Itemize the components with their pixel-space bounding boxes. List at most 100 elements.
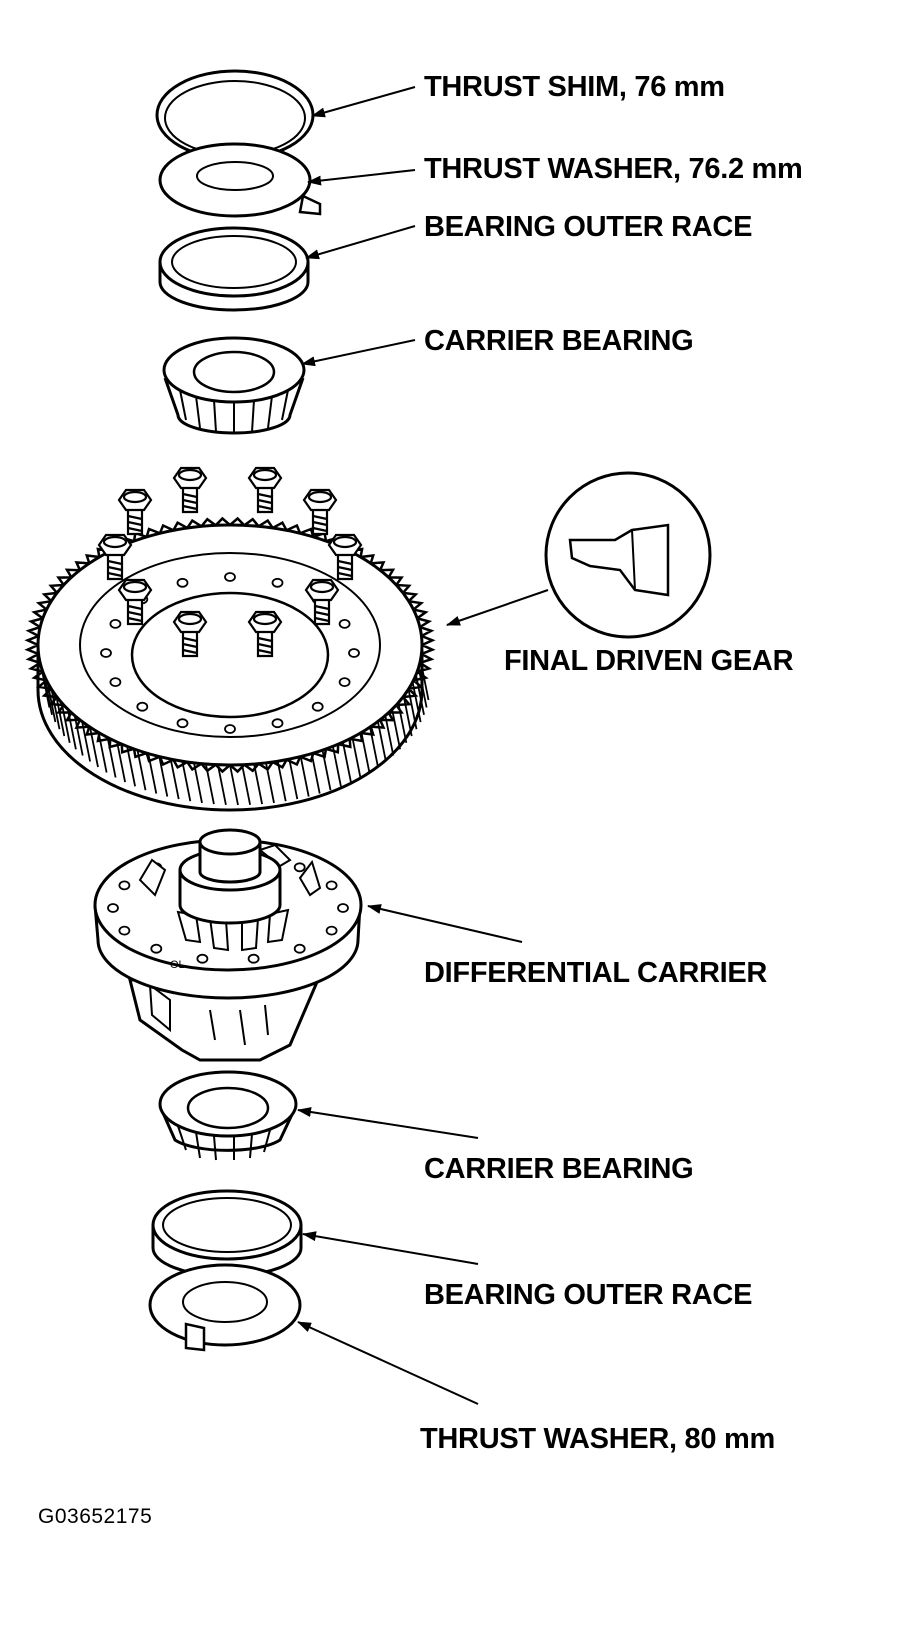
gear-helix-line xyxy=(90,727,98,767)
carrier-flange-hole xyxy=(119,927,129,935)
label-thrust-shim-76: THRUST SHIM, 76 mm xyxy=(424,71,725,103)
gear-helix-line xyxy=(41,668,49,708)
carrier-flange-hole xyxy=(327,881,337,889)
gear-helix-line xyxy=(385,716,393,756)
gear-helix-line xyxy=(138,750,146,790)
leader-arrow-thrust-washer-76 xyxy=(307,169,416,186)
gear-bolt xyxy=(306,580,338,624)
gear-bolt-hole xyxy=(340,620,350,628)
gear-bolt xyxy=(119,580,151,624)
label-bearing-outer-race-top: BEARING OUTER RACE xyxy=(424,211,753,243)
gear-helix-line xyxy=(392,709,400,749)
differential-carrier-drawing: OL xyxy=(95,830,361,1060)
gear-helix-line xyxy=(378,722,386,762)
carrier-flange-hole xyxy=(249,955,259,963)
gear-helix-line xyxy=(312,754,320,794)
gear-helix-line xyxy=(218,765,226,805)
gear-helix-line xyxy=(52,689,60,729)
gear-bolt-hole xyxy=(110,620,120,628)
bearing-outer-race-bottom-drawing xyxy=(153,1191,301,1276)
gear-helix-line xyxy=(398,703,406,743)
gear-helix-line xyxy=(289,759,297,799)
gear-helix-line xyxy=(47,682,55,722)
leader-arrow-differential-carrier xyxy=(367,904,523,943)
gear-helix-line xyxy=(278,761,286,801)
carrier-flange-hole xyxy=(197,955,207,963)
carrier-flange-hole xyxy=(338,904,348,912)
gear-helix-line xyxy=(409,689,417,729)
leader-arrow-carrier-bearing-top xyxy=(301,339,416,367)
gear-bolt-hole xyxy=(110,678,120,686)
gear-bolt xyxy=(99,535,131,579)
gear-bolt xyxy=(174,468,206,512)
gear-bolt xyxy=(304,490,336,534)
gear-helix-line xyxy=(56,696,64,736)
label-thrust-washer-76-2: THRUST WASHER, 76.2 mm xyxy=(424,153,803,185)
final-driven-gear-drawing xyxy=(28,468,433,810)
label-carrier-bearing-bottom: CARRIER BEARING xyxy=(424,1153,694,1185)
gear-helix-line xyxy=(159,757,167,797)
gear-helix-line xyxy=(127,746,135,786)
gear-tooth-profile-icon xyxy=(546,473,710,637)
gear-helix-line xyxy=(148,754,156,794)
gear-bolt-hole xyxy=(225,725,235,733)
gear-bolt xyxy=(174,612,206,656)
gear-bolt-hole xyxy=(101,649,111,657)
gear-helix-line xyxy=(352,738,360,778)
carrier-flange-hole xyxy=(327,927,337,935)
leader-arrow-final-driven-gear xyxy=(446,589,549,626)
gear-helix-line xyxy=(254,764,262,804)
thrust-washer-76-2-drawing xyxy=(160,144,320,216)
gear-helix-line xyxy=(75,716,83,756)
gear-bolt-hole xyxy=(137,703,147,711)
gear-helix-line xyxy=(419,668,427,708)
gear-bolt-hole xyxy=(340,678,350,686)
gear-bolt xyxy=(329,535,361,579)
gear-bolt xyxy=(119,490,151,534)
leader-arrows xyxy=(297,86,549,1405)
leader-arrow-thrust-washer-80 xyxy=(297,1321,479,1405)
leader-arrow-outer-race-bottom xyxy=(302,1231,479,1265)
gear-helix-line xyxy=(343,742,351,782)
carrier-flange-hole xyxy=(295,945,305,953)
gear-helix-line xyxy=(301,757,309,797)
svg-text:OL: OL xyxy=(170,959,185,971)
gear-helix-line xyxy=(194,763,202,803)
label-bearing-outer-race-bottom: BEARING OUTER RACE xyxy=(424,1279,753,1311)
gear-helix-line xyxy=(230,765,238,805)
leader-arrow-carrier-bearing-bottom xyxy=(297,1107,479,1139)
gear-bolt xyxy=(249,612,281,656)
gear-helix-line xyxy=(68,709,76,749)
gear-helix-line xyxy=(171,759,179,799)
leader-arrow-outer-race-top xyxy=(305,225,416,260)
gear-helix-line xyxy=(82,722,90,762)
bearing-outer-race-top-drawing xyxy=(160,228,308,310)
gear-bolt-hole xyxy=(313,703,323,711)
gear-helix-line xyxy=(266,763,274,803)
carrier-bearing-bottom-drawing xyxy=(160,1072,296,1160)
gear-bolt-hole xyxy=(273,579,283,587)
label-final-driven-gear: FINAL DRIVEN GEAR xyxy=(504,645,794,677)
gear-bolt xyxy=(249,468,281,512)
gear-bolt-hole xyxy=(178,719,188,727)
gear-helix-line xyxy=(242,765,250,805)
gear-helix-line xyxy=(117,742,125,782)
carrier-flange-hole xyxy=(119,881,129,889)
gear-bolt-hole xyxy=(349,649,359,657)
gear-bolt-hole xyxy=(178,579,188,587)
label-carrier-bearing-top: CARRIER BEARING xyxy=(424,325,694,357)
gear-helix-line xyxy=(99,733,107,773)
gear-helix-line xyxy=(206,764,214,804)
gear-helix-line xyxy=(108,738,116,778)
carrier-flange-hole xyxy=(151,945,161,953)
carrier-flange-hole xyxy=(108,904,118,912)
gear-helix-line xyxy=(370,727,378,767)
thrust-washer-80-drawing xyxy=(150,1265,300,1350)
label-differential-carrier: DIFFERENTIAL CARRIER xyxy=(424,957,768,989)
carrier-flange-hole xyxy=(295,863,305,871)
label-thrust-washer-80: THRUST WASHER, 80 mm xyxy=(420,1423,775,1455)
gear-helix-line xyxy=(421,660,429,700)
gear-bolt-hole xyxy=(225,573,235,581)
gear-helix-line xyxy=(361,733,369,773)
